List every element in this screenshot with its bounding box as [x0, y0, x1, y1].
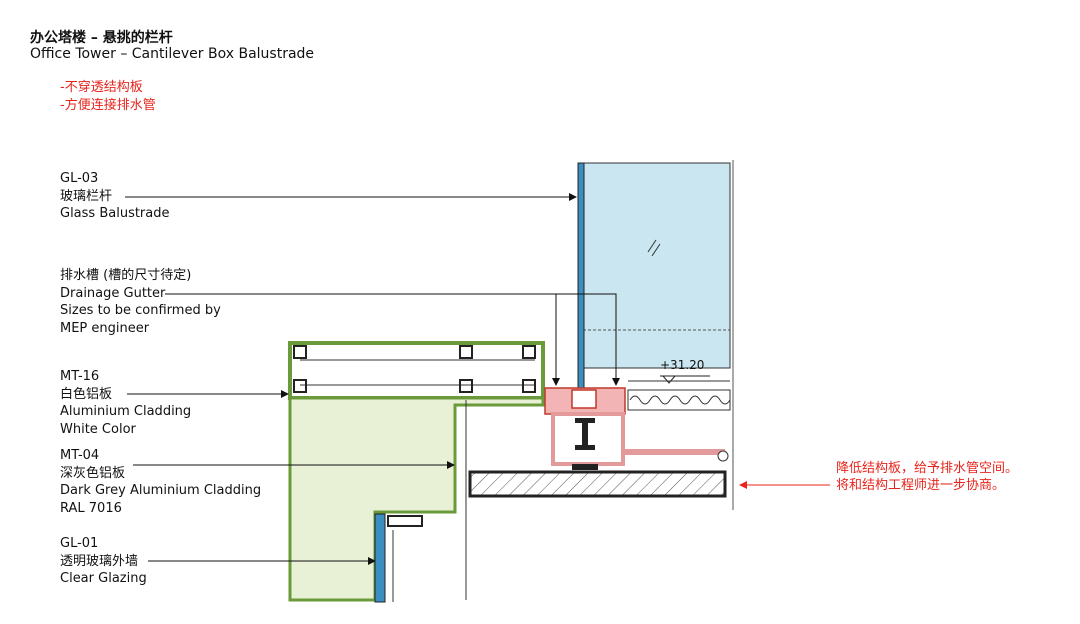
label-gl01-en: Clear Glazing [60, 571, 147, 586]
page-title-cn: 办公塔楼 – 悬挑的栏杆 [30, 30, 173, 46]
label-mt04-en2: RAL 7016 [60, 500, 122, 516]
label-mt04: MT-04 深灰色铝板 Dark Grey Aluminium Cladding… [60, 447, 261, 517]
clear-glazing [374, 513, 423, 603]
page-title-en: Office Tower – Cantilever Box Balustrade [30, 46, 315, 62]
label-gutter-en2: Sizes to be confirmed by [60, 303, 221, 318]
label-gl03-cn: 玻璃栏杆 [60, 188, 113, 204]
label-mt04-cn: 深灰色铝板 [60, 465, 126, 481]
label-gutter: 排水槽 (槽的尺寸待定) Drainage Gutter Sizes to be… [60, 267, 221, 337]
label-gutter-en3: MEP engineer [60, 320, 150, 336]
label-mt16-en1: Aluminium Cladding [60, 404, 192, 419]
label-mt16-code: MT-16 [60, 369, 100, 384]
label-gutter-en1: Drainage Gutter [60, 285, 166, 301]
label-mt16-cn: 白色铝板 [60, 386, 113, 402]
label-gl01-cn: 透明玻璃外墙 [60, 553, 139, 569]
glass-balustrade [577, 162, 731, 408]
label-mt04-en1: Dark Grey Aluminium Cladding [60, 483, 262, 498]
cantilever-box [288, 341, 545, 602]
drainage-gutter [544, 387, 729, 470]
label-gl03-en: Glass Balustrade [60, 206, 170, 221]
label-mt04-code: MT-04 [60, 448, 100, 463]
floor-finish [627, 160, 734, 510]
design-note-2: -方便连接排水管 [60, 98, 156, 113]
slab-note-1: 降低结构板，给予排水管空间。 [836, 461, 1019, 476]
label-gl03-code: GL-03 [60, 171, 99, 186]
label-mt16: MT-16 白色铝板 Aluminium Cladding White Colo… [60, 368, 191, 438]
level-mark: +31.20 [660, 358, 705, 372]
label-mt16-en2: White Color [60, 421, 136, 437]
slab-note-2: 将和结构工程师进一步协商。 [836, 478, 1006, 493]
label-gl01: GL-01 透明玻璃外墙 Clear Glazing [60, 535, 147, 588]
label-gutter-cn: 排水槽 (槽的尺寸待定) [60, 268, 192, 283]
label-gl03: GL-03 玻璃栏杆 Glass Balustrade [60, 170, 170, 223]
structural-slab [468, 470, 727, 498]
label-gl01-code: GL-01 [60, 536, 99, 551]
design-note-1: -不穿透结构板 [60, 80, 143, 95]
